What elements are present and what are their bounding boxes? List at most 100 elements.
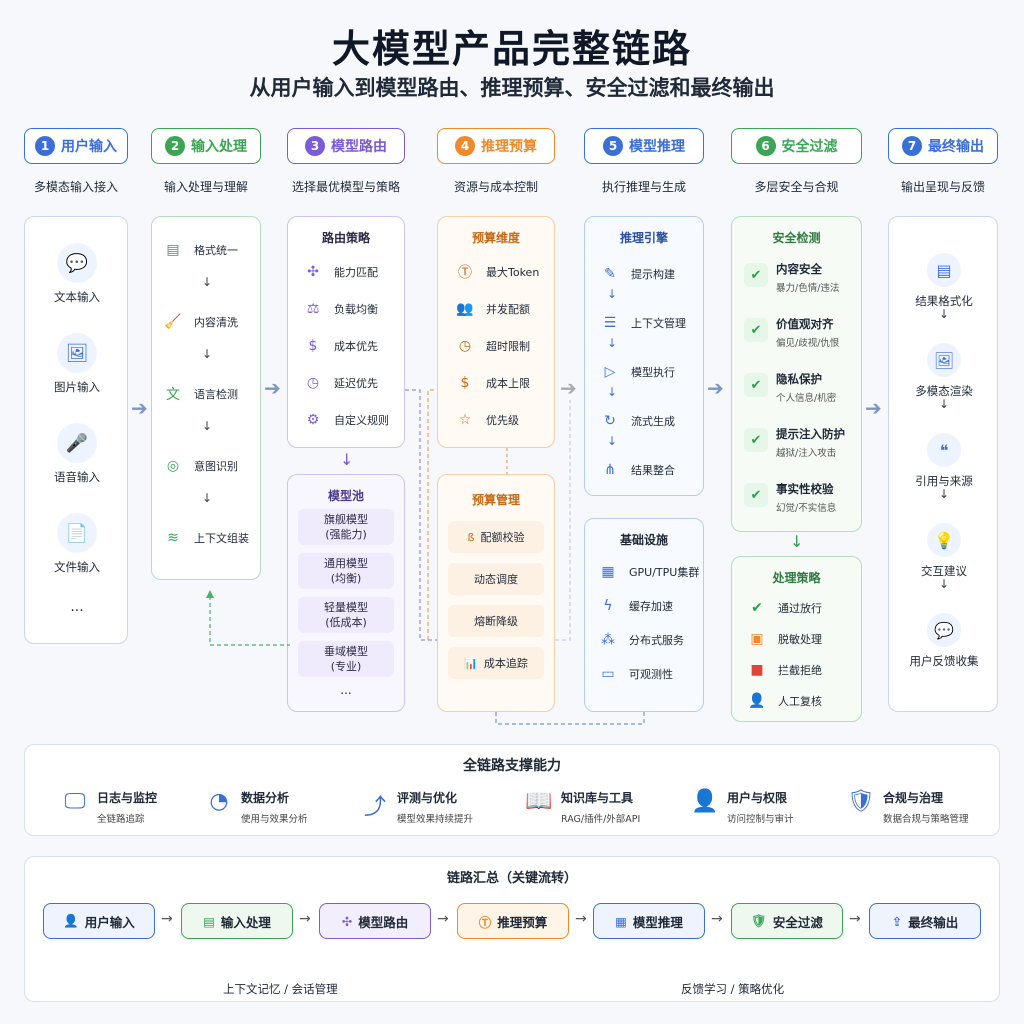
page-title: 大模型产品完整链路 [331, 27, 692, 71]
play-icon: ▷ [604, 364, 616, 380]
flow-arrow-4: ➔ [707, 376, 724, 400]
clock-icon: ◷ [306, 375, 320, 391]
flow-arrow-5: ➔ [865, 396, 882, 420]
stage-description: 输出呈现与反馈 [900, 180, 985, 194]
support-item: ⤴评测与优化模型效果持续提升 [361, 789, 473, 825]
stage-label: 推理预算 [481, 139, 537, 155]
settings-icon: ⚙ [306, 412, 320, 428]
final-output-panel: ▤结果格式化↓🖼多模态渲染↓❝引用与来源↓💡交互建议↓💬用户反馈收集 [888, 216, 998, 712]
safety-check-title: 提示注入防护 [776, 427, 845, 441]
step-arrow: ↓ [939, 577, 950, 591]
budget-management-item: 动态调度 [448, 563, 544, 595]
infrastructure-label: 分布式服务 [629, 634, 684, 647]
support-panel: 全链路支撑能力 🖵日志与监控全链路追踪◔数据分析使用与效果分析⤴评测与优化模型效… [24, 744, 1000, 836]
budget-management-label: 配额校验 [480, 531, 525, 544]
summary-step-3: ✣模型路由 [319, 903, 431, 939]
inference-engine-label: 提示构建 [631, 268, 675, 281]
safety-check-title: 隐私保护 [776, 372, 822, 386]
output-step: ▤结果格式化 [889, 253, 999, 309]
stage-label: 输入处理 [191, 139, 247, 155]
budget-management-title: 预算管理 [471, 493, 520, 507]
inference-engine-panel: 推理引擎 ✎提示构建↓☰上下文管理↓▷模型执行↓↻流式生成↓⋔结果整合 [584, 216, 704, 496]
processing-step-label: 内容清洗 [194, 316, 238, 329]
inference-engine-label: 模型执行 [631, 366, 675, 379]
summary-step-label: 安全过滤 [772, 914, 823, 930]
support-item-desc: 模型效果持续提升 [397, 814, 474, 825]
output-step-label: 引用与来源 [915, 474, 973, 488]
stage-description: 输入处理与理解 [163, 180, 248, 194]
clock-icon: ◷ [458, 338, 472, 354]
support-item-desc: 访问控制与审计 [727, 814, 794, 825]
summary-arrow: → [711, 911, 723, 927]
inference-engine-label: 流式生成 [631, 415, 675, 428]
summary-step-label: 推理预算 [497, 914, 548, 930]
stage-number-badge: 4 [455, 136, 475, 156]
summary-step-label: 输入处理 [220, 914, 271, 930]
output-step: ❝引用与来源 [889, 433, 999, 489]
budget-management-label: 熔断降级 [474, 615, 518, 628]
infrastructure-item: ⁂分布式服务 [597, 629, 684, 651]
safety-check-text: 隐私保护个人信息/机密 [776, 371, 836, 404]
processing-step-label: 格式统一 [194, 244, 238, 257]
summary-step-7: ⇪最终输出 [869, 903, 981, 939]
safety-check-item: ✔价值观对齐偏见/歧视/仇恨 [744, 316, 839, 349]
budget-management-icon: ß [467, 530, 475, 544]
infrastructure-title: 基础设施 [619, 533, 668, 547]
model-pool-item: 垂域模型(专业) [298, 641, 394, 677]
target-icon: ◎ [166, 458, 180, 474]
policy-label: 通过放行 [778, 602, 822, 615]
monitor-icon: ▭ [601, 666, 615, 682]
stage-4-header: 4 推理预算 [437, 128, 555, 164]
infrastructure-label: GPU/TPU集群 [629, 566, 700, 579]
document-icon: ▤ [927, 253, 961, 287]
safety-check-item: ✔内容安全暴力/色情/违法 [744, 261, 839, 294]
model-note: (低成本) [325, 616, 367, 629]
support-item-text: 用户与权限访问控制与审计 [727, 789, 794, 825]
route-icon: ✣ [341, 913, 353, 929]
summary-arrow: → [299, 911, 311, 927]
support-item-desc: RAG/插件/外部API [561, 814, 641, 825]
step-arrow: ↓ [202, 347, 213, 361]
policy-title: 处理策略 [772, 571, 821, 585]
policy-label: 拦截拒绝 [778, 664, 822, 677]
safety-check-desc: 越狱/注入攻击 [776, 448, 837, 459]
support-item-title: 用户与权限 [727, 791, 788, 805]
infrastructure-item: ▦GPU/TPU集群 [597, 561, 699, 583]
support-item-desc: 使用与效果分析 [241, 814, 308, 825]
token-icon: Ⓣ [458, 265, 472, 281]
inference-engine-label: 上下文管理 [631, 317, 686, 330]
safety-check-text: 事实性校验幻觉/不实信息 [776, 481, 836, 514]
shield-check-icon: ✔ [744, 373, 768, 397]
shield-check-icon: ✔ [744, 318, 768, 342]
summary-step-2: ▤输入处理 [181, 903, 293, 939]
check-circle-icon: ✔ [751, 600, 763, 616]
safety-check-item: ✔ 隐私保护个人信息/机密 [744, 371, 836, 404]
merge-icon: ⋔ [604, 462, 616, 478]
support-item-title: 日志与监控 [97, 791, 158, 805]
chat-icon: 💬 [57, 243, 97, 283]
input-type-item: 🎤语音输入 [25, 423, 129, 485]
infrastructure-label: 可观测性 [629, 668, 673, 681]
routing-strategy-item: ◷延迟优先 [302, 372, 378, 394]
language-icon: 文 [166, 387, 180, 403]
support-title: 全链路支撑能力 [463, 758, 561, 774]
inference-engine-step: ⋔结果整合 [599, 459, 675, 481]
inference-engine-step: ☰上下文管理 [599, 312, 686, 334]
routing-strategy-item: $成本优先 [302, 335, 378, 357]
upload-icon: ⇪ [891, 913, 903, 929]
processing-step-label: 上下文组装 [194, 532, 249, 545]
infrastructure-label: 缓存加速 [629, 600, 673, 613]
stage-number-badge: 1 [35, 136, 55, 156]
stage-description: 多模态输入接入 [33, 180, 118, 194]
flow-arrow-3: ➔ [560, 376, 577, 400]
input-type-label: 文件输入 [54, 560, 100, 574]
lightbulb-icon: 💡 [927, 523, 961, 557]
summary-right-note: 反馈学习 / 策略优化 [681, 982, 785, 996]
star-icon: ☆ [458, 412, 472, 428]
file-icon: 📄 [57, 513, 97, 553]
person-icon: 👤 [748, 693, 766, 709]
